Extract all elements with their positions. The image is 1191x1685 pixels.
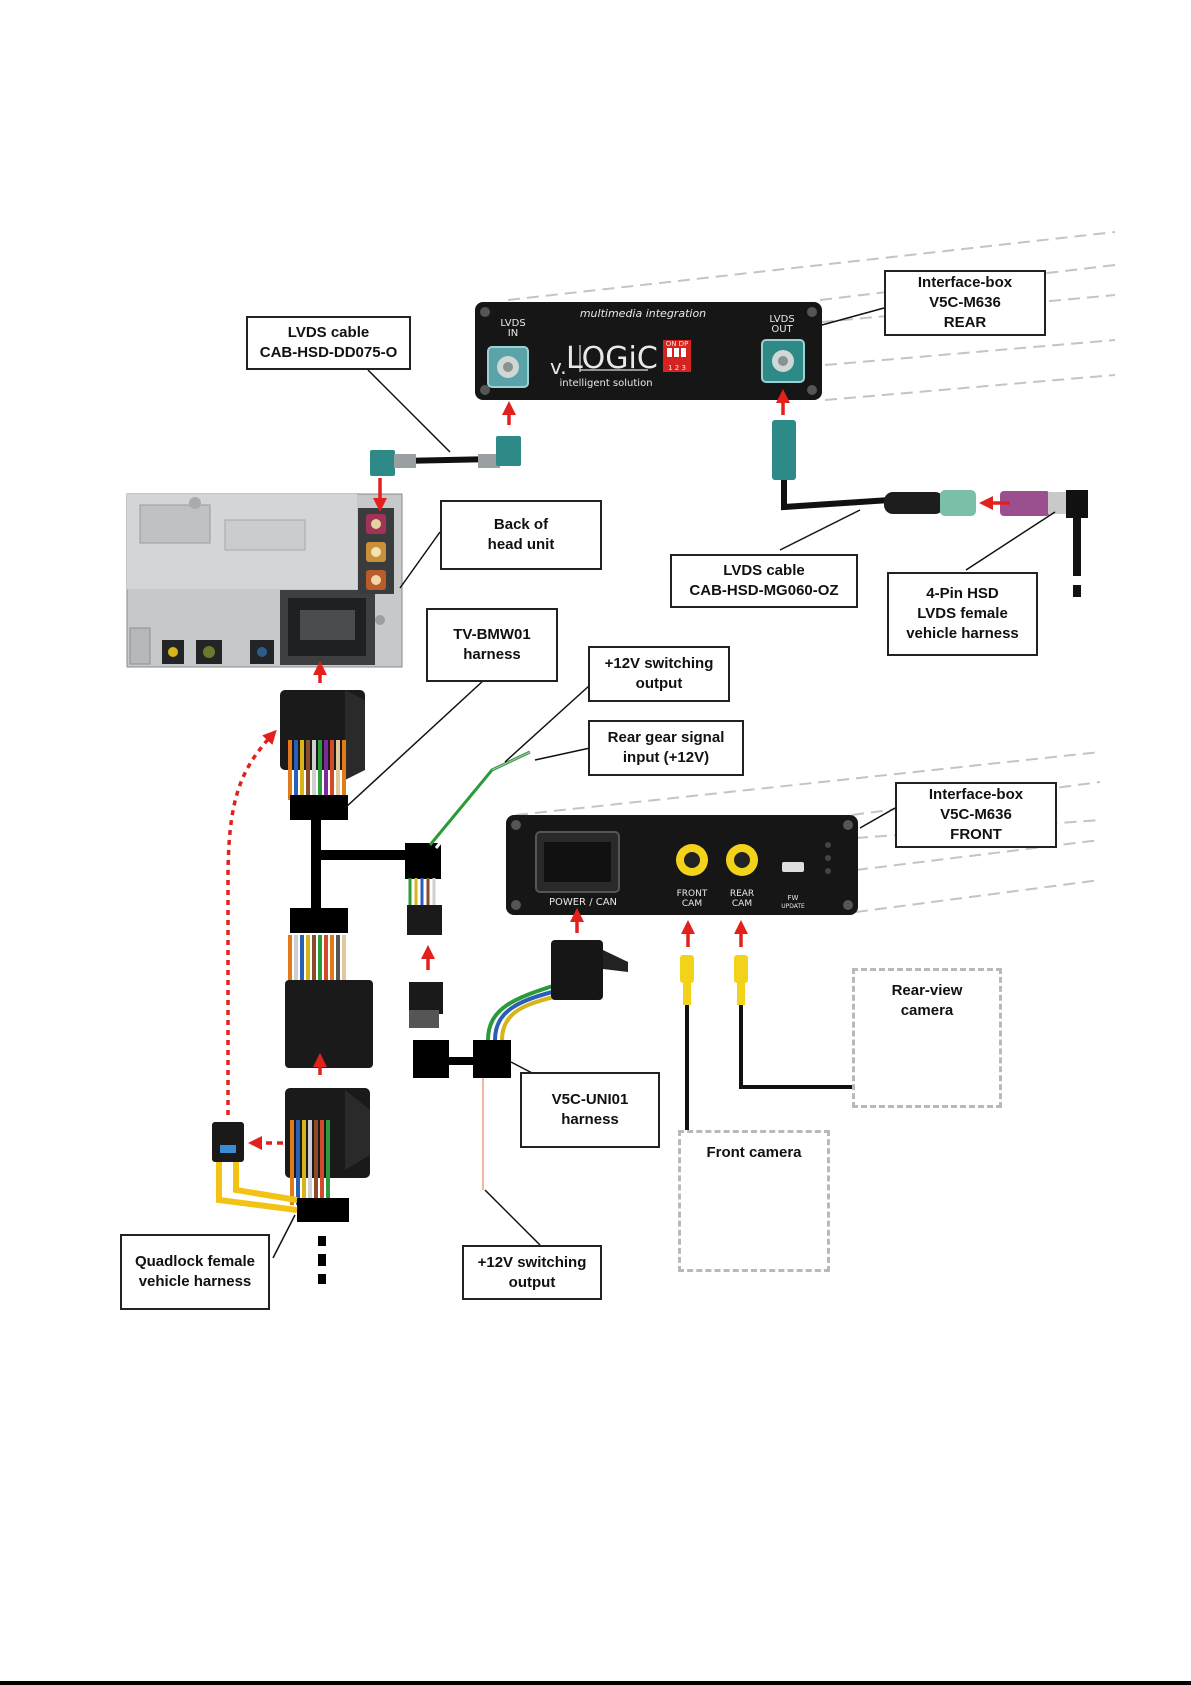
label-lvds-cable-out-line2: CAB-HSD-MG060-OZ: [689, 582, 839, 599]
label-lvds-cable-in-line2: CAB-HSD-DD075-O: [259, 344, 398, 361]
label-rear-view-camera-line1: Rear-view: [891, 982, 963, 999]
fw-label-1: FW: [788, 894, 799, 902]
label-lvds-cable-in-line1: LVDS cable: [287, 324, 370, 341]
head-unit: [126, 493, 403, 668]
front-cam-label-1: FRONT: [677, 889, 708, 899]
connection-arrows: [226, 389, 1010, 1150]
label-rear-view-camera: Rear-view camera: [852, 968, 1002, 1108]
label-lvds-cable-out: LVDS cable CAB-HSD-MG060-OZ: [670, 554, 858, 608]
label-front-camera: Front camera: [678, 1130, 830, 1272]
label-switching-output-bottom-line1: +12V switching: [477, 1253, 587, 1271]
label-interface-box-front-line3: FRONT: [950, 826, 1002, 843]
label-tv-bmw01-harness-line2: harness: [463, 646, 521, 663]
label-lvds-cable-in: LVDS cable CAB-HSD-DD075-O: [246, 316, 411, 370]
lvds-out-label-1: LVDS: [769, 314, 794, 325]
label-hsd-harness-line2: LVDS female: [917, 605, 1008, 622]
label-interface-box-rear-line2: V5C-M636: [929, 294, 1001, 311]
dip-numbers: 1 2 3: [668, 364, 686, 372]
label-quadlock-harness-line2: vehicle harness: [138, 1273, 252, 1290]
rear-box-brand: multimedia integration: [580, 307, 706, 320]
front-cam-label-2: CAM: [682, 899, 702, 909]
label-rear-view-camera-line2: camera: [900, 1002, 954, 1019]
logo-prefix: v.: [550, 355, 567, 379]
label-switching-output-top-line2: output: [635, 675, 683, 692]
lvds-in-label-1: LVDS: [500, 318, 525, 329]
label-interface-box-rear-line1: Interface-box: [917, 274, 1013, 291]
tv-bmw01-harness: [280, 690, 441, 1284]
label-hsd-harness-line1: 4-Pin HSD: [926, 585, 999, 602]
quadlock-harness: [212, 1122, 298, 1213]
label-back-of-head-unit: Back of head unit: [440, 500, 602, 570]
label-hsd-harness: 4-Pin HSD LVDS female vehicle harness: [887, 572, 1038, 656]
interface-box-front: POWER / CAN FRONT CAM REAR CAM FW UPDATE: [506, 815, 858, 915]
logo-text: LOGiC: [566, 341, 658, 376]
dip-on-label: ON DP: [666, 340, 689, 348]
label-v5c-uni01-harness: V5C-UNI01 harness: [520, 1072, 660, 1148]
label-interface-box-front-line2: V5C-M636: [940, 806, 1012, 823]
lvds-cable-out: [772, 420, 1088, 597]
label-rear-gear-signal: Rear gear signal input (+12V): [588, 720, 744, 776]
label-tv-bmw01-harness: TV-BMW01 harness: [426, 608, 558, 682]
label-switching-output-bottom-line2: output: [508, 1273, 556, 1291]
label-tv-bmw01-harness-line1: TV-BMW01: [453, 626, 531, 643]
fw-label-2: UPDATE: [781, 903, 805, 910]
label-switching-output-bottom: +12V switching output: [462, 1245, 602, 1300]
lvds-in-label-2: IN: [508, 328, 518, 339]
label-switching-output-top: +12V switching output: [588, 646, 730, 702]
signal-wires: [428, 750, 536, 849]
rear-cam-label-2: CAM: [732, 899, 752, 909]
label-quadlock-harness-line1: Quadlock female: [134, 1253, 256, 1270]
label-front-camera-line1: Front camera: [706, 1144, 802, 1161]
label-back-of-head-unit-line1: Back of: [493, 516, 549, 533]
label-v5c-uni01-harness-line2: harness: [561, 1111, 619, 1128]
label-rear-gear-signal-line1: Rear gear signal: [607, 729, 725, 746]
interface-box-rear: multimedia integration LVDS IN LVDS OUT …: [475, 302, 822, 400]
label-interface-box-front: Interface-box V5C-M636 FRONT: [895, 782, 1057, 848]
rca-cables: [680, 955, 855, 1130]
connector-pair: [407, 878, 628, 1190]
rear-cam-label-1: REAR: [730, 889, 754, 899]
label-quadlock-harness: Quadlock female vehicle harness: [120, 1234, 270, 1310]
label-interface-box-rear-line3: REAR: [943, 314, 987, 331]
power-can-label: POWER / CAN: [549, 897, 617, 908]
label-interface-box-front-line1: Interface-box: [928, 786, 1024, 803]
label-hsd-harness-line3: vehicle harness: [906, 625, 1019, 642]
label-interface-box-rear: Interface-box V5C-M636 REAR: [884, 270, 1046, 336]
label-lvds-cable-out-line1: LVDS cable: [723, 562, 805, 579]
label-back-of-head-unit-line2: head unit: [487, 536, 555, 553]
label-switching-output-top-line1: +12V switching: [604, 655, 714, 672]
lvds-out-label-2: OUT: [771, 324, 793, 335]
lvds-cable-in: [370, 436, 521, 476]
page-bottom-border: [0, 1681, 1191, 1685]
label-rear-gear-signal-line2: input (+12V): [622, 749, 710, 766]
label-v5c-uni01-harness-line1: V5C-UNI01: [551, 1091, 629, 1108]
logo-subtitle: intelligent solution: [559, 378, 652, 389]
